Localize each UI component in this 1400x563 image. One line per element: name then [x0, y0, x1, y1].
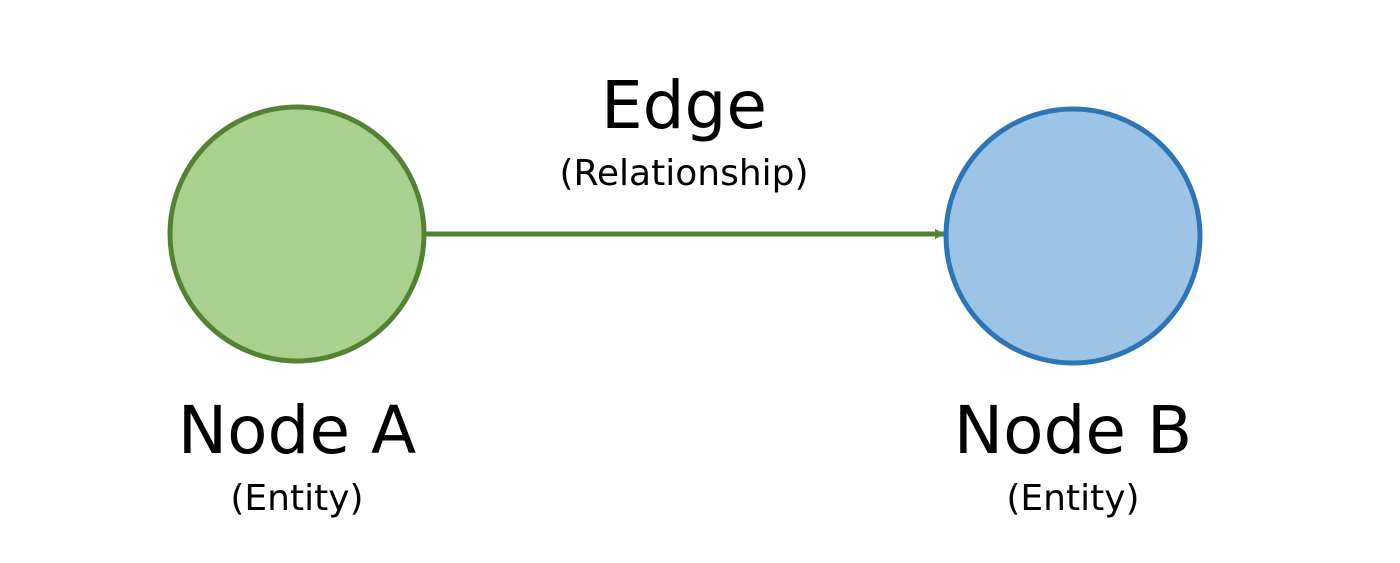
node-a-sublabel: (Entity)	[230, 478, 363, 519]
edge-label: Edge	[601, 67, 767, 144]
node-b-circle[interactable]	[943, 106, 1203, 366]
node-b-label: Node B	[954, 392, 1193, 469]
node-a-circle[interactable]	[167, 104, 427, 364]
node-b-sublabel: (Entity)	[1006, 478, 1139, 519]
node-a-label: Node A	[178, 392, 416, 469]
edge-sublabel: (Relationship)	[559, 153, 808, 194]
